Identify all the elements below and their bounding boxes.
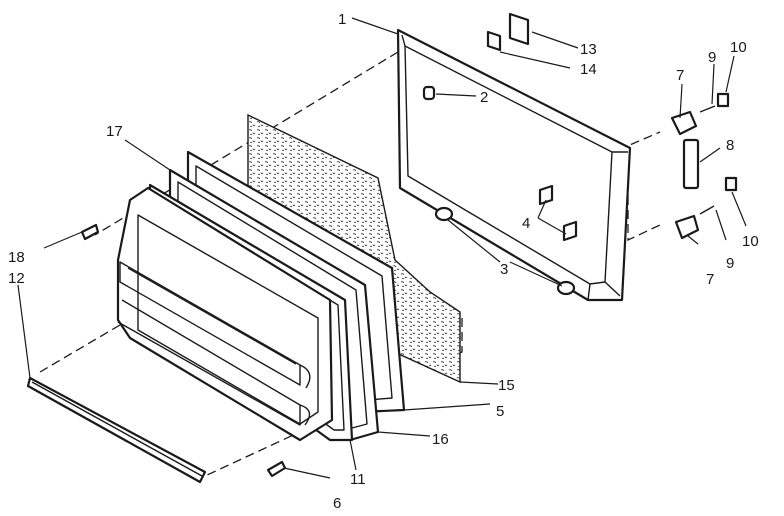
handle-cap-lower: [674, 214, 700, 240]
label-part-7-lower: 7: [706, 271, 714, 288]
part-labels: 1 2 13 14 4 3 15 5 16 11 6 17 18 12 7 9 …: [8, 11, 759, 512]
screw-part-6: [266, 460, 287, 478]
label-part-11: 11: [350, 471, 366, 488]
handle-cap-upper: [670, 110, 698, 136]
label-part-12: 12: [8, 270, 25, 287]
screw-lower: [699, 205, 715, 215]
label-part-8: 8: [726, 137, 734, 154]
label-part-1: 1: [338, 11, 346, 28]
plug-part-2: [422, 85, 436, 101]
cap-upper: [716, 92, 730, 108]
label-part-15: 15: [498, 377, 515, 394]
label-part-2: 2: [480, 89, 488, 106]
label-part-3: 3: [500, 261, 508, 278]
label-part-14: 14: [580, 61, 597, 78]
label-part-17: 17: [106, 123, 123, 140]
screw-upper: [699, 105, 716, 113]
bumper-part-3: [434, 206, 576, 296]
door-shelf-rail: [26, 376, 207, 484]
label-part-13: 13: [580, 41, 597, 58]
leader-lines: [17, 17, 747, 479]
bracket-part-4: [538, 184, 578, 242]
label-part-9-upper: 9: [708, 49, 716, 66]
nameplate-backing-part-14: [486, 30, 502, 52]
nameplate-part-13: [508, 12, 530, 46]
cap-lower: [724, 176, 738, 192]
handle-hardware: [670, 92, 738, 240]
label-part-6: 6: [333, 495, 341, 512]
label-part-16: 16: [432, 431, 449, 448]
label-part-4: 4: [522, 215, 530, 232]
handle-bar: [682, 138, 700, 190]
label-part-10-upper: 10: [730, 39, 747, 56]
label-part-5: 5: [496, 403, 504, 420]
label-part-18: 18: [8, 249, 25, 266]
label-part-9-lower: 9: [726, 255, 734, 272]
inner-door-liner: [116, 186, 334, 442]
label-part-10-lower: 10: [742, 233, 759, 250]
screw-part-18: [80, 223, 100, 241]
label-part-7-upper: 7: [676, 67, 684, 84]
